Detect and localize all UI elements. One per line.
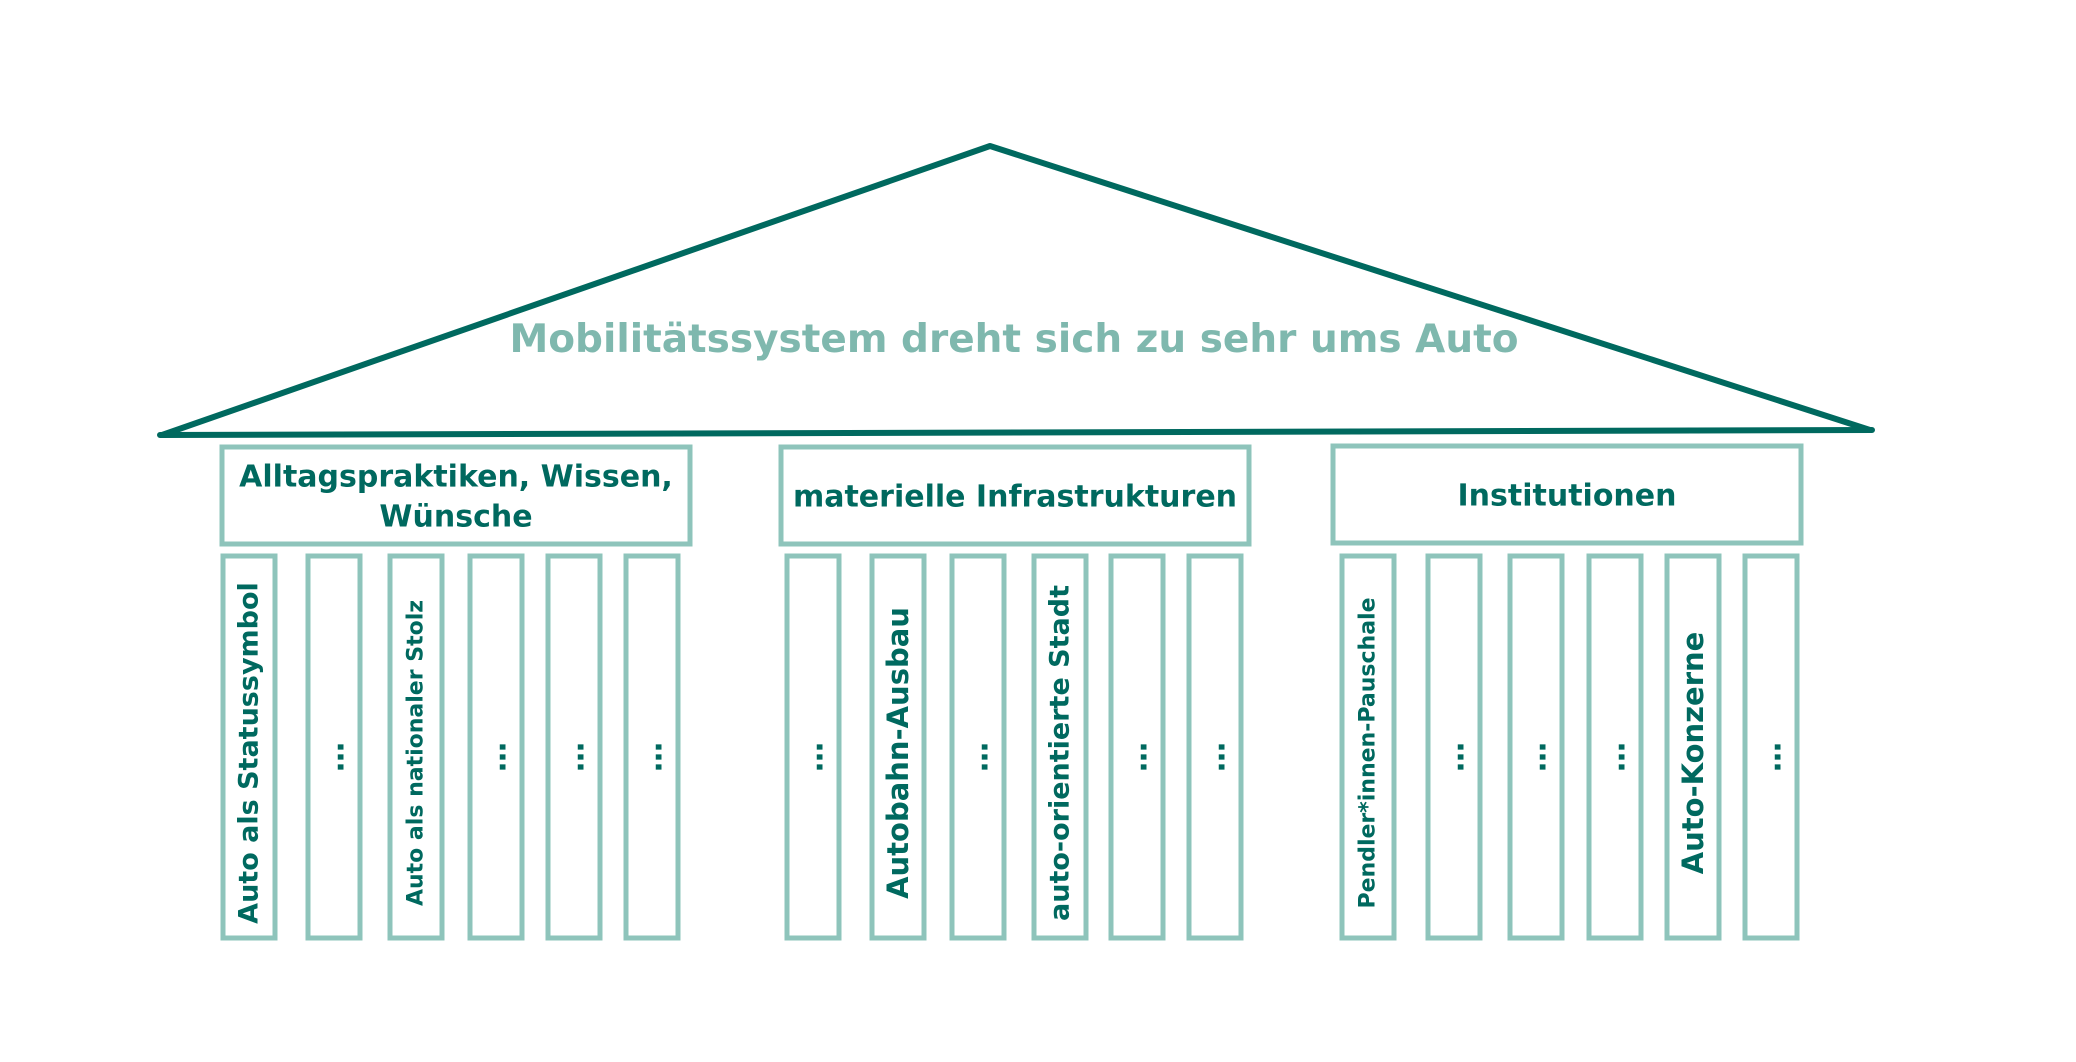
pillar-box — [1186, 553, 1244, 941]
pillar-box — [1507, 553, 1565, 941]
pillar-box — [623, 553, 681, 941]
pillar-box — [220, 553, 278, 941]
group-header-line: Wünsche — [379, 500, 532, 535]
group-header-box — [1330, 443, 1804, 546]
pillar-ellipsis: … — [961, 742, 996, 772]
pillar-box — [467, 553, 525, 941]
pillar-box — [387, 553, 445, 941]
pillar-box — [1425, 553, 1483, 941]
pillar-box — [1586, 553, 1644, 941]
group-header-box — [778, 444, 1252, 547]
group-header-line: Alltagspraktiken, Wissen, — [239, 460, 673, 495]
group-header-label: Alltagspraktiken, Wissen, Wünsche — [239, 460, 673, 535]
pillar-ellipsis: … — [635, 742, 670, 772]
pillar-ellipsis: … — [796, 742, 831, 772]
pillar-box — [1108, 553, 1166, 941]
group-header-line: Institutionen — [1458, 479, 1677, 514]
diagram-title: Mobilitätssystem dreht sich zu sehr ums … — [509, 317, 1518, 362]
group-header-label: materielle Infrastrukturen — [793, 480, 1237, 515]
pillar-label: auto-orientierte Stadt — [1045, 585, 1076, 921]
pillar-label: Autobahn-Ausbau — [881, 607, 915, 899]
pillar-group: materielle Infrastrukturen … Autobahn-Ausb… — [778, 444, 1252, 941]
pillar-ellipsis: … — [479, 742, 514, 772]
group-header-label: Institutionen — [1458, 479, 1677, 514]
pillar-label: Auto als nationaler Stolz — [404, 600, 429, 906]
pillar-box — [869, 553, 927, 941]
pillar-box — [1664, 553, 1722, 941]
temple-roof: Mobilitätssystem dreht sich zu sehr ums … — [157, 143, 1875, 438]
pillar-box — [305, 553, 363, 941]
pillar-ellipsis: … — [1754, 742, 1789, 772]
group-header-box — [219, 444, 693, 547]
pillar-box — [1742, 553, 1800, 941]
pillar-ellipsis: … — [1437, 742, 1472, 772]
pillar-box — [949, 553, 1007, 941]
pillar-label: Auto-Konzerne — [1676, 632, 1710, 875]
pillar-ellipsis: … — [1198, 742, 1233, 772]
pillar-ellipsis: … — [557, 742, 592, 772]
pillar-box — [784, 553, 842, 941]
pillar-box — [545, 553, 603, 941]
pillar-ellipsis: … — [1120, 742, 1155, 772]
pillar-label: Auto als Statussymbol — [234, 582, 265, 924]
pillar-label: Pendler*innen-Pauschale — [1356, 598, 1381, 909]
pillar-box — [1031, 553, 1089, 941]
roof-triangle — [159, 143, 1873, 438]
pillar-box — [1339, 553, 1397, 941]
pillar-ellipsis: … — [1598, 742, 1633, 772]
pillar-ellipsis: … — [317, 742, 352, 772]
pillar-ellipsis: … — [1519, 742, 1554, 772]
roof-base-line — [157, 427, 1875, 438]
group-header-line: materielle Infrastrukturen — [793, 480, 1237, 515]
